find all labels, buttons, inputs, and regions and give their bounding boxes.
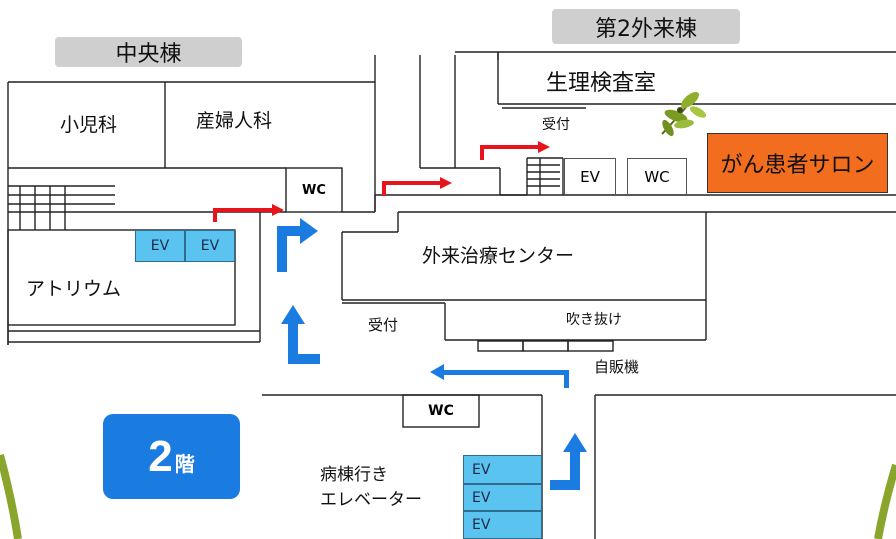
ward-elevator-label-line2: エレベーター [320,490,422,510]
atrium-open-label: 吹き抜け [566,312,622,328]
reception-label-bottom: 受付 [368,316,399,334]
obgyn-label: 産婦人科 [196,110,273,132]
floor-unit: 階 [174,452,195,476]
wc-second-building: WC [627,158,687,195]
blue-arrow-3 [430,364,569,388]
floor-number: 2 [148,431,173,481]
pediatrics-label: 小児科 [60,114,118,136]
red-arrow-3 [480,145,538,160]
atrium-label: アトリウム [26,278,122,300]
wc-lower: WC [428,403,454,419]
outpatient-building-2-title: 第2外来棟 [552,9,740,44]
ward-elevator-label-line1: 病棟行き [320,465,388,485]
red-arrow-1 [213,208,272,222]
central-building-title: 中央棟 [55,37,242,67]
red-arrow-2 [382,181,440,196]
blue-arrow-1 [281,305,320,364]
cancer-patient-salon: がん患者サロン [707,133,888,193]
frame-arc-left [0,453,22,539]
blue-arrow-2 [277,218,318,272]
ev-atrium-1: EV [135,230,185,262]
floor-badge: 2 階 [103,414,240,499]
ev-ward-2: EV [463,484,542,511]
olive-branch-icon [661,91,707,137]
ev-ward-1: EV [463,455,542,484]
reception-label-top: 受付 [542,117,570,133]
physiology-lab-label: 生理検査室 [546,71,657,96]
frame-arc-right [874,463,896,539]
outpatient-treatment-center-label: 外来治療センター [422,245,575,267]
ev-atrium-2: EV [185,230,235,262]
blue-arrow-4 [550,433,587,490]
wc-central: WC [302,182,326,198]
ev-ward-3: EV [463,511,542,539]
vending-label: 自販機 [594,358,640,376]
ev-second-building: EV [564,158,616,195]
